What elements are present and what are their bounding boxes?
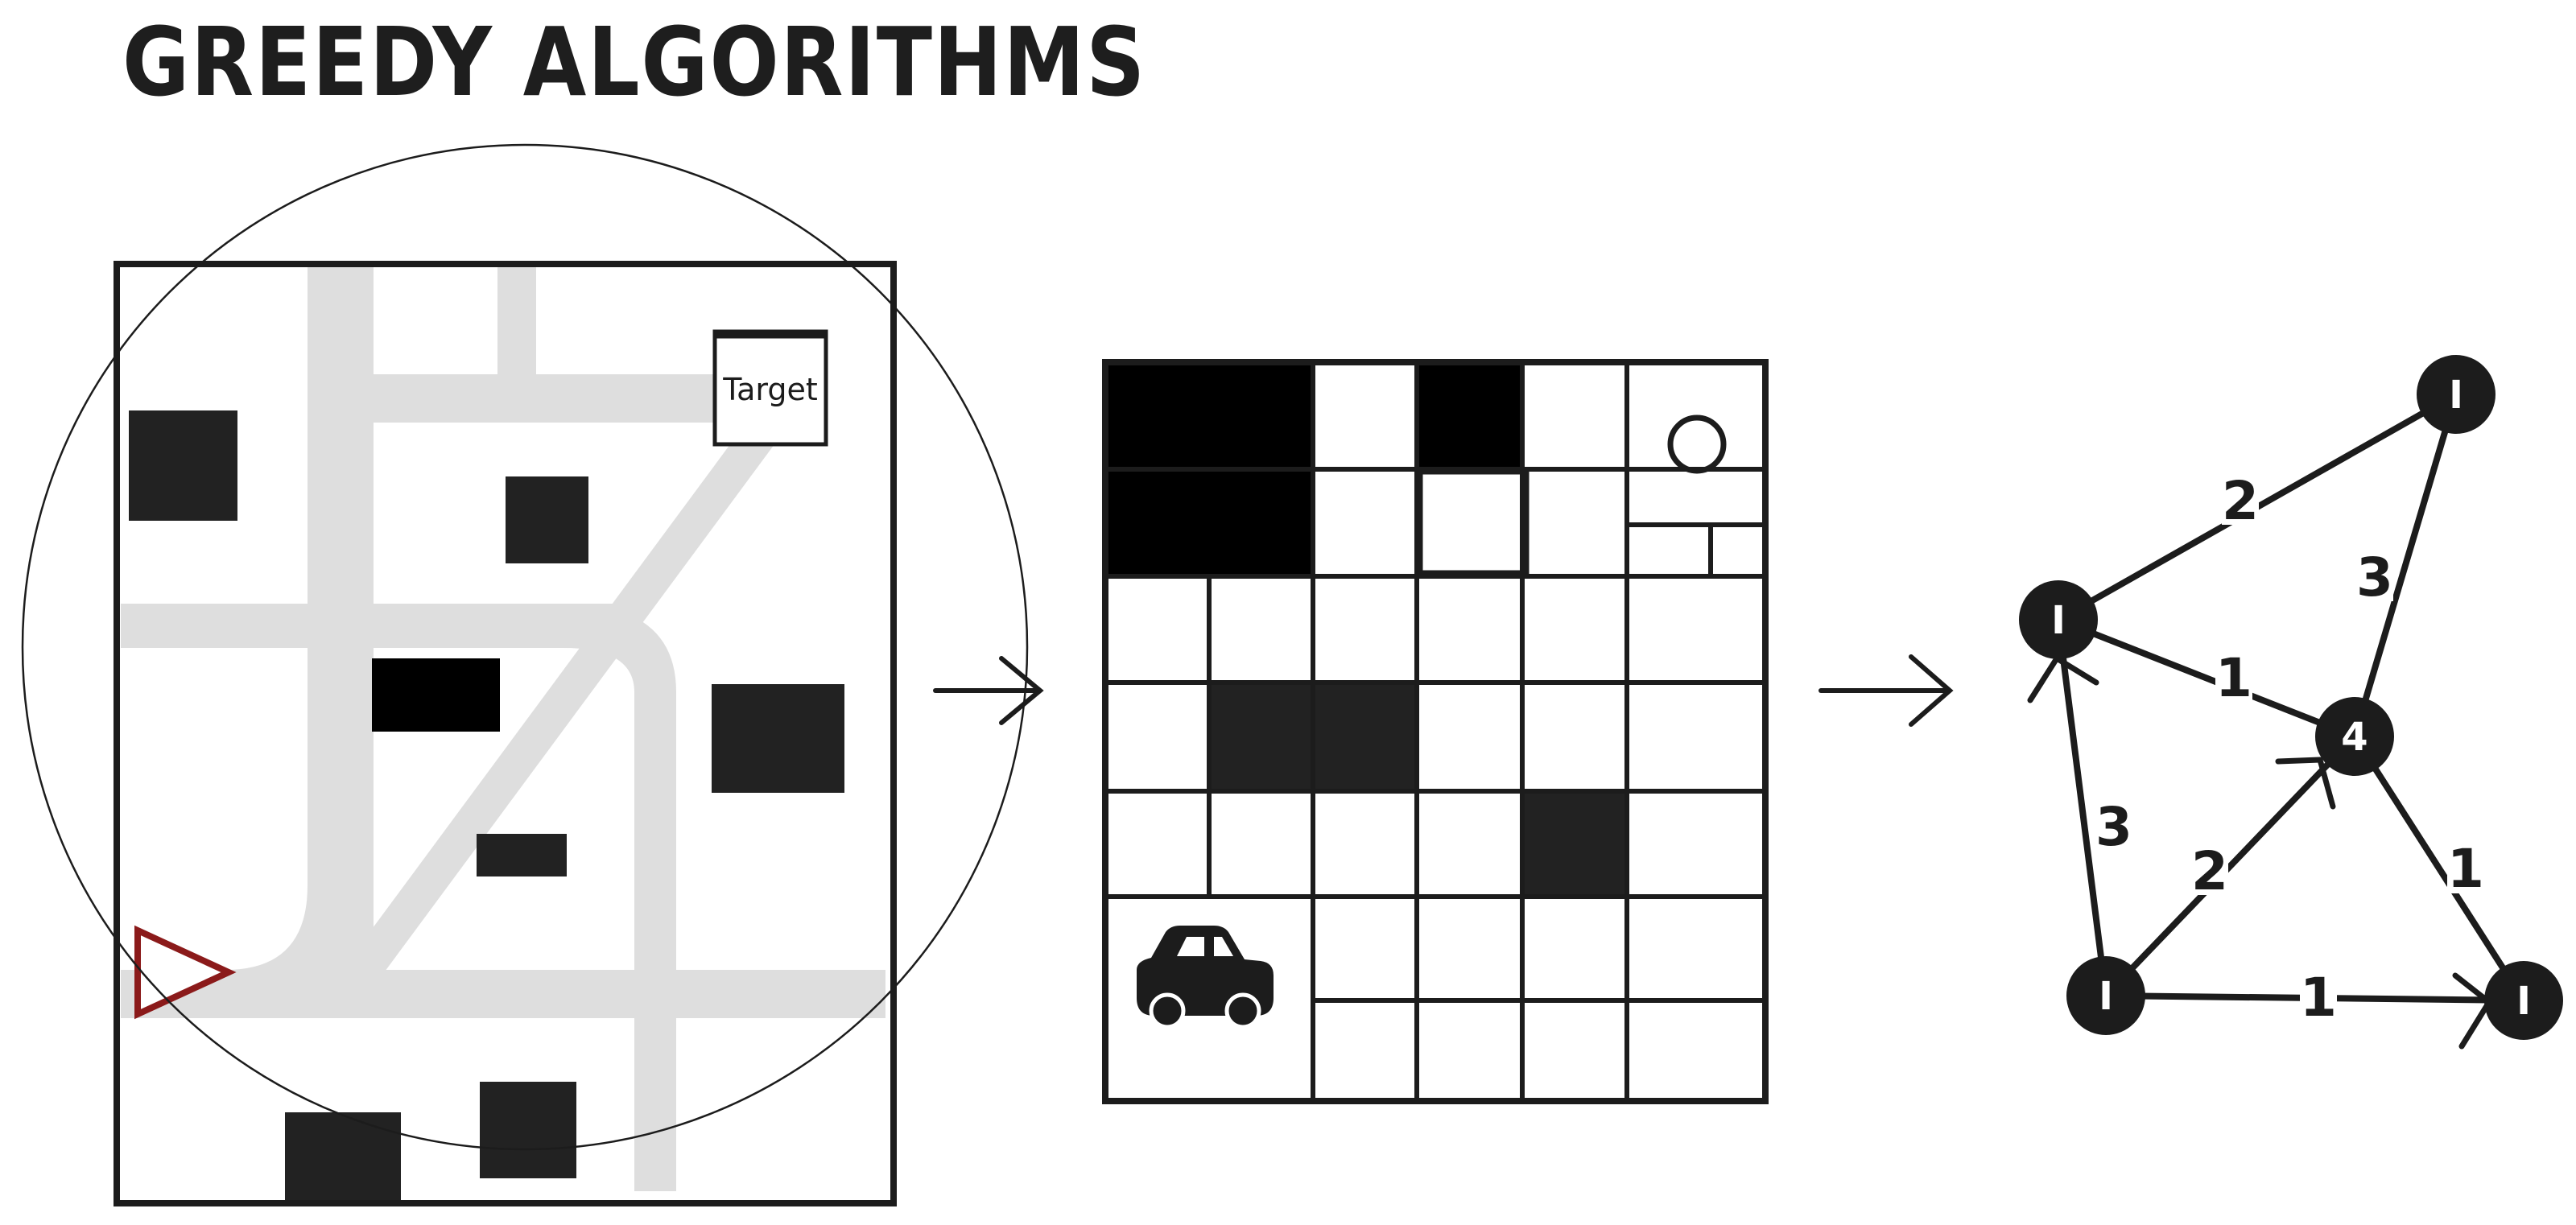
- edge-weight-center-bottomright: 1: [2447, 838, 2484, 900]
- edge-weight-left-center: 1: [2215, 647, 2252, 709]
- city-map-panel: Target: [21, 143, 1029, 1206]
- building: [285, 1112, 401, 1205]
- node-label: 4: [2341, 715, 2368, 760]
- graph-node-left: I: [2019, 580, 2098, 659]
- edge-bottomleft-center: [2103, 733, 2358, 999]
- building: [480, 1082, 576, 1178]
- node-label: I: [2449, 373, 2463, 418]
- graph-node-bottom-right: I: [2484, 961, 2563, 1040]
- edge-bottomleft-left: [2055, 617, 2109, 999]
- road-vertical-top-short: [497, 266, 536, 386]
- page-title: GREEDY ALGORITHMS: [122, 6, 1146, 118]
- grid-frame: [1102, 359, 1769, 1104]
- graph-node-top: I: [2417, 355, 2496, 434]
- building: [372, 658, 500, 732]
- arrowhead-icon: [2452, 972, 2492, 1050]
- node-label: I: [2516, 979, 2531, 1024]
- node-label: I: [2099, 974, 2113, 1019]
- target-label: Target: [722, 372, 818, 407]
- map-frame: [114, 261, 897, 1206]
- edge-weight-bottomleft-center: 2: [2191, 840, 2228, 902]
- building: [506, 476, 588, 563]
- road-diagonal: [318, 441, 777, 1002]
- edge-weights: 2 3 1 3 2 1 1: [2095, 470, 2484, 1029]
- buildings: [129, 410, 844, 1205]
- target-marker: Target: [712, 329, 828, 447]
- car-icon: [1137, 926, 1274, 1029]
- edge-center-bottomright: [2351, 733, 2527, 1004]
- node-label: I: [2051, 598, 2066, 643]
- building: [712, 684, 844, 793]
- road-curve-middle: [564, 604, 676, 1191]
- arrowhead-icon: [2275, 757, 2336, 810]
- edge-weight-bottomleft-left: 3: [2095, 796, 2132, 858]
- grid-cell-highlight: [1417, 468, 1530, 576]
- graph-panel: I I 4 I I 2 3: [2019, 355, 2563, 1050]
- edge-weight-top-center: 3: [2356, 547, 2393, 608]
- edge-weight-bottomleft-bottomright: 1: [2300, 967, 2337, 1029]
- search-radius-circle: [21, 143, 1029, 1151]
- road-horizontal-top: [345, 374, 723, 423]
- roads: [121, 266, 886, 1191]
- edge-top-center: [2351, 391, 2459, 740]
- building: [129, 410, 237, 521]
- building: [477, 834, 567, 876]
- graph-node-bottom-left: I: [2066, 956, 2145, 1035]
- goal-circle-icon: [1667, 415, 1727, 474]
- graph-edges: [2055, 391, 2527, 1004]
- graph-nodes: I I 4 I I: [2019, 355, 2563, 1040]
- edge-weight-top-left: 2: [2222, 470, 2259, 532]
- edge-left-center: [2055, 617, 2358, 740]
- road-horizontal-middle: [121, 604, 636, 648]
- grid-cell-blocked: [1522, 791, 1627, 897]
- arrow-right-icon: [1818, 654, 1954, 727]
- arrow-right-icon: [933, 656, 1044, 725]
- grid-panel: [1102, 359, 1769, 1104]
- grid-cell-blocked: [1417, 362, 1522, 469]
- graph-node-center: 4: [2315, 697, 2394, 776]
